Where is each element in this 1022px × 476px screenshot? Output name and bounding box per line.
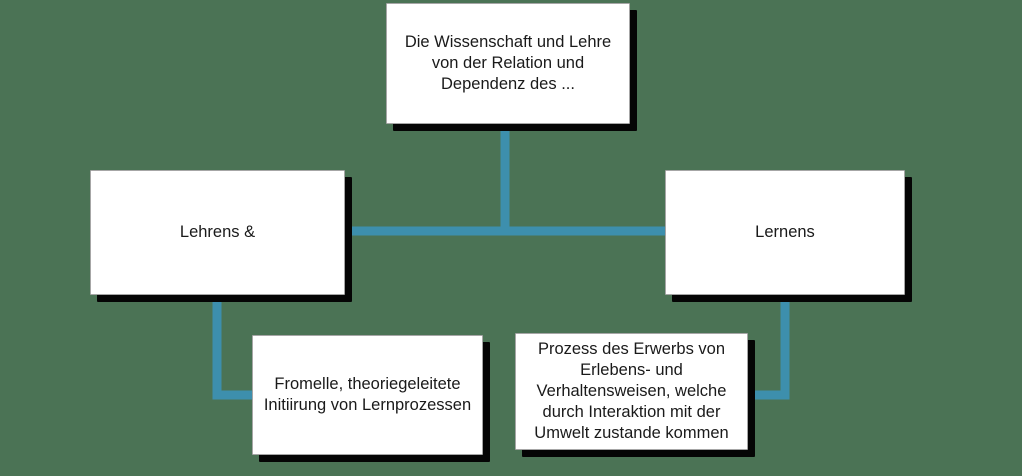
- lehrens-box[interactable]: Lehrens &: [90, 170, 345, 295]
- definition-box-label: Die Wissenschaft und Lehre von der Relat…: [404, 32, 612, 94]
- lehrens-detail-box-label: Fromelle, theoriegeleitete Initiirung vo…: [263, 374, 472, 414]
- lehrens-box-label: Lehrens &: [179, 222, 256, 241]
- lernens-box[interactable]: Lernens: [665, 170, 905, 295]
- connector-left-elbow: [212, 292, 256, 400]
- lehrens-detail-box[interactable]: Fromelle, theoriegeleitete Initiirung vo…: [252, 335, 483, 455]
- lernens-detail-box[interactable]: Prozess des Erwerbs von Erlebens- und Ve…: [515, 333, 748, 450]
- connector-right-elbow: [744, 292, 790, 400]
- definition-box[interactable]: Die Wissenschaft und Lehre von der Relat…: [386, 3, 630, 124]
- lernens-box-label: Lernens: [755, 222, 815, 241]
- lernens-detail-box-label: Prozess des Erwerbs von Erlebens- und Ve…: [534, 339, 729, 443]
